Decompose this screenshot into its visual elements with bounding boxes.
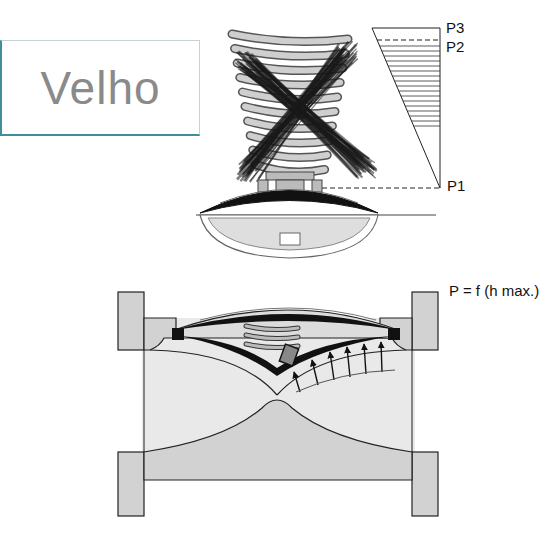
formula-label: P = f (h max.) [448, 282, 540, 299]
diaphragm-detail [196, 190, 436, 259]
cross-out-mark [235, 41, 377, 182]
title-box: Velho [0, 40, 200, 136]
pressure-label: P1 [446, 177, 466, 194]
pressure-label: P2 [445, 38, 465, 55]
valve-body [118, 292, 438, 516]
pressure-label: P3 [445, 19, 465, 36]
box-title: Velho [40, 61, 160, 115]
